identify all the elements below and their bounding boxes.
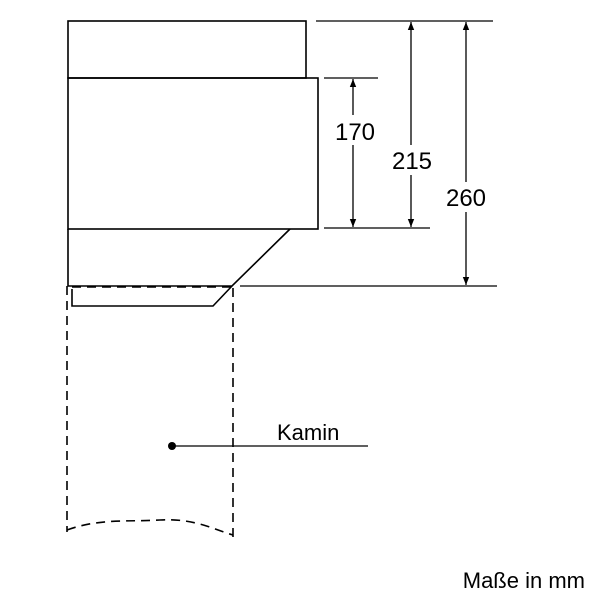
dimension-170: 170	[335, 119, 375, 146]
kamin-leader-dot	[168, 442, 176, 450]
tray	[71, 285, 233, 307]
top-module	[67, 20, 307, 79]
chimney-outline	[66, 286, 234, 537]
extension-lines	[240, 20, 497, 287]
dimension-215: 215	[392, 148, 432, 175]
bottom-module	[67, 228, 291, 287]
kamin-label: Kamin	[277, 420, 339, 445]
dimension-260: 260	[446, 185, 486, 212]
middle-module	[67, 77, 319, 230]
units-label: Maße in mm	[463, 568, 585, 593]
